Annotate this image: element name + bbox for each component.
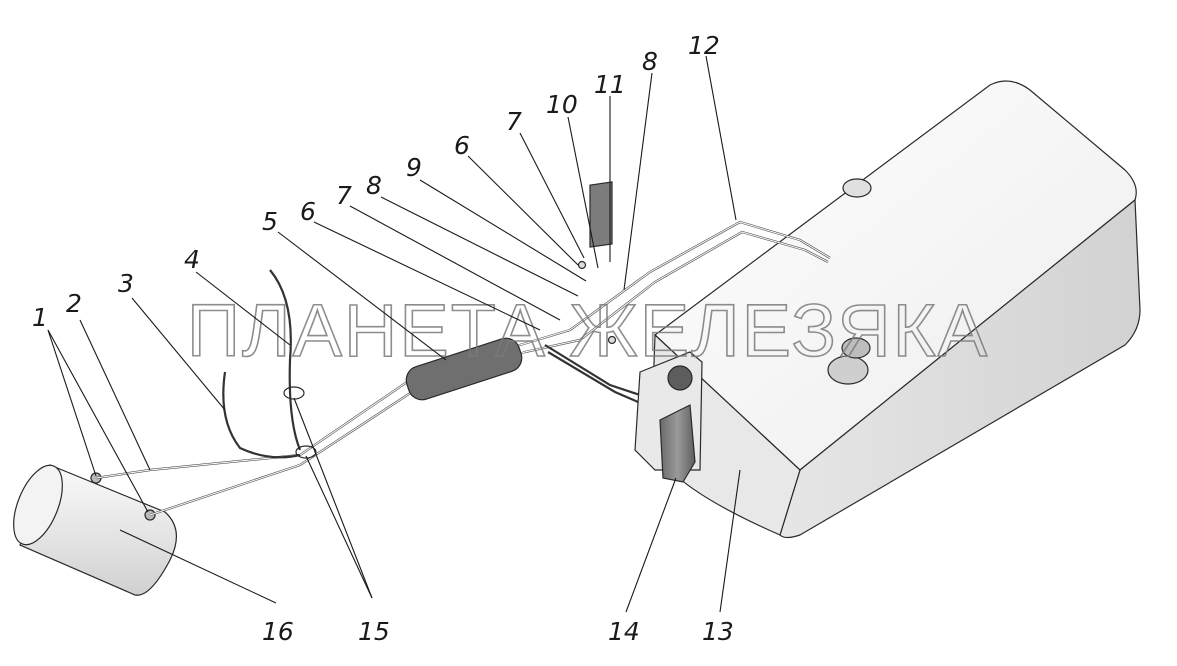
- callout-8b: 8: [642, 47, 658, 76]
- fuel-sender-icon: [827, 337, 871, 385]
- auxiliary-cylinder: [13, 464, 177, 596]
- callout-14: 14: [608, 617, 640, 646]
- callout-11: 11: [594, 70, 626, 99]
- mounting-bracket: [577, 181, 617, 345]
- callout-6b: 6: [454, 131, 470, 160]
- corrugated-sleeve: [405, 337, 523, 401]
- callout-8a: 8: [366, 171, 382, 200]
- callout-16: 16: [262, 617, 294, 646]
- callout-12: 12: [688, 31, 720, 60]
- callout-5: 5: [262, 207, 278, 236]
- callout-13: 13: [702, 617, 734, 646]
- callout-9: 9: [406, 153, 422, 182]
- callout-6a: 6: [300, 197, 316, 226]
- callout-10: 10: [546, 90, 578, 119]
- filter-cap-icon: [667, 365, 693, 391]
- fuel-lines: [95, 220, 831, 517]
- clamp-icon: [283, 386, 305, 400]
- filler-cap-icon: [842, 178, 872, 198]
- callout-7b: 7: [506, 107, 522, 136]
- fuel-filter: [634, 351, 703, 483]
- callout-2: 2: [66, 289, 82, 318]
- callout-4: 4: [184, 245, 200, 274]
- callout-7a: 7: [336, 181, 352, 210]
- clamp-icon: [295, 445, 317, 459]
- leader-lines: [47, 55, 741, 613]
- watermark: ПЛАНЕТА ЖЕЛЕЗЯКА: [187, 289, 989, 372]
- callout-1: 1: [32, 303, 48, 332]
- callout-3: 3: [118, 269, 134, 298]
- callout-labels: 1 2 3 4 5 6 7 8 9 6 7 10 11 8 12 16 15 1…: [32, 31, 734, 646]
- callout-15: 15: [358, 617, 390, 646]
